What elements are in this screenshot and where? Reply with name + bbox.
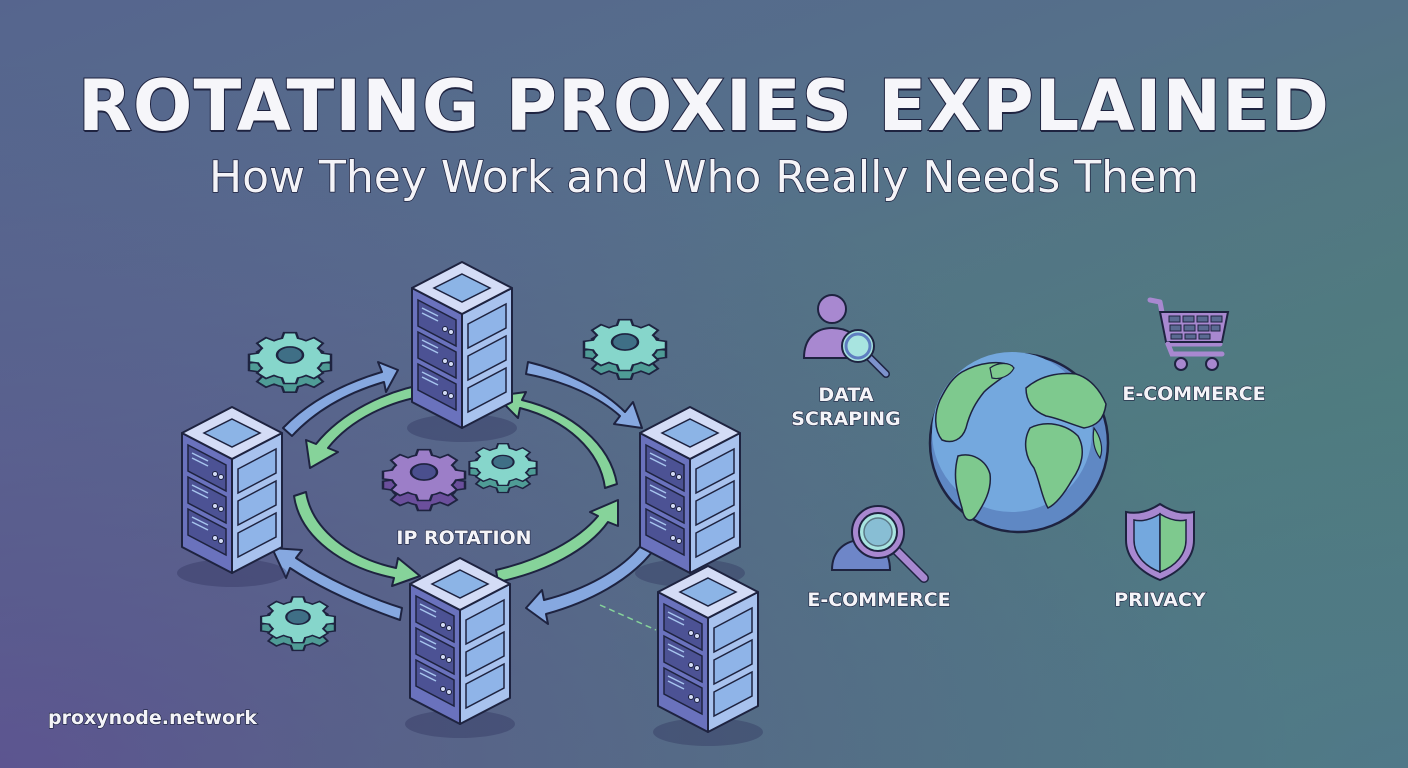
arrow-outer-top-left xyxy=(282,361,399,437)
use-case-label-line1: DATA xyxy=(818,383,874,406)
use-case-data-scraping: DATA SCRAPING xyxy=(782,383,910,431)
globe-icon xyxy=(928,352,1110,534)
dashed-connector xyxy=(599,604,657,631)
server-left-icon xyxy=(176,406,288,588)
server-top-icon xyxy=(406,261,518,443)
footer-site-url: proxynode.network xyxy=(47,706,258,729)
arrow-outer-bottom-right xyxy=(525,543,653,625)
arrow-inner-bottom-right xyxy=(495,499,619,583)
use-case-privacy: PRIVACY xyxy=(1114,588,1207,611)
gear-center-teal-icon xyxy=(468,442,538,494)
shield-icon xyxy=(1125,502,1195,582)
server-bottom-icon xyxy=(404,557,516,739)
user-search-icon xyxy=(802,294,890,378)
gear-bottom-left-icon xyxy=(259,595,337,652)
server-bottom-right-icon xyxy=(652,565,764,747)
page-title: ROTATING PROXIES EXPLAINED xyxy=(77,64,1330,148)
use-case-ecommerce-cart: E-COMMERCE xyxy=(1122,382,1267,405)
server-right-icon xyxy=(634,406,746,588)
use-case-ecommerce-search: E-COMMERCE xyxy=(807,588,952,611)
gear-center-purple-icon xyxy=(381,448,467,512)
shopping-cart-icon xyxy=(1147,297,1230,371)
arrow-inner-bottom-left xyxy=(293,491,421,587)
gear-top-left-icon xyxy=(247,331,333,394)
arrow-outer-top-right xyxy=(525,361,643,429)
gear-top-right-icon xyxy=(582,318,668,381)
use-case-label-line2: SCRAPING xyxy=(791,407,902,430)
page-subtitle: How They Work and Who Really Needs Them xyxy=(208,151,1200,204)
ip-rotation-label: IP ROTATION xyxy=(396,526,532,549)
user-magnifier-icon xyxy=(830,505,929,583)
